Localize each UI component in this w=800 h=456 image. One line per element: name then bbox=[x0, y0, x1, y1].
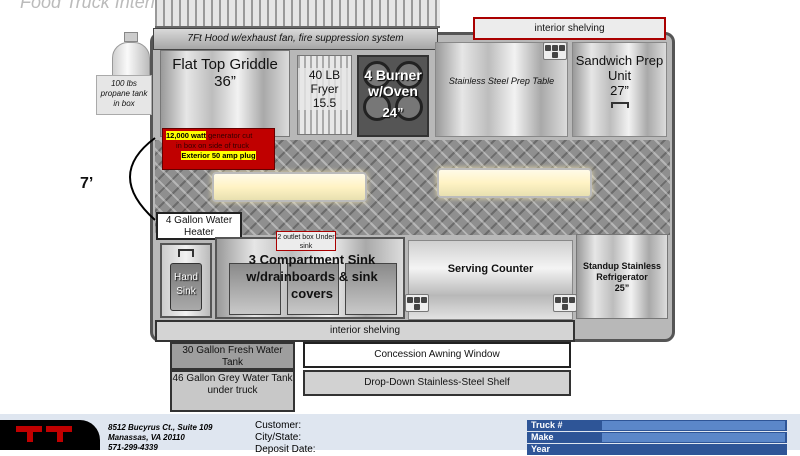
burner-label: 4 Burner w/Oven bbox=[364, 67, 422, 99]
dimension-label: 7’ bbox=[80, 175, 94, 192]
standup-refrigerator: Standup Stainless Refrigerator 25” bbox=[576, 234, 668, 319]
generator-box: 12,000 watt generator cut in box on side… bbox=[162, 128, 275, 170]
address-line2: Manassas, VA 20110 bbox=[108, 433, 185, 442]
comp-sink-label: 3 Compartment Sink w/drainboards & sink … bbox=[246, 252, 378, 301]
interior-shelving-top: interior shelving bbox=[473, 17, 666, 40]
generator-line3: Exterior 50 amp plug bbox=[181, 151, 256, 160]
address-block: 8512 Bucyrus Ct., Suite 109 Manassas, VA… bbox=[108, 423, 213, 453]
generator-line1: generator cut bbox=[206, 131, 253, 140]
generator-line2: in box on side of truck bbox=[176, 141, 249, 150]
fresh-water-tank: 30 Gallon Fresh Water Tank bbox=[170, 342, 295, 370]
hand-sink-label: Hand Sink bbox=[174, 272, 198, 297]
sandwich-size: 27” bbox=[610, 83, 629, 98]
page-title-faded: Food Truck Interior bbox=[20, 0, 171, 12]
three-compartment-sink: 3 Compartment Sink w/drainboards & sink … bbox=[215, 237, 405, 319]
griddle-label: Flat Top Griddle bbox=[172, 56, 278, 73]
customer-label: Customer: bbox=[255, 420, 302, 431]
phone: 571-299-4339 bbox=[108, 443, 158, 452]
outlet-box-label: 2 outlet box Under sink bbox=[276, 231, 336, 251]
address-line1: 8512 Bucyrus Ct., Suite 109 bbox=[108, 423, 213, 432]
fryer-size: 15.5 bbox=[298, 96, 351, 110]
flat-top-griddle: Flat Top Griddle 36” bbox=[160, 50, 290, 137]
prep-table-label: Stainless Steel Prep Table bbox=[448, 76, 555, 86]
concession-awning-window: Concession Awning Window bbox=[303, 342, 571, 368]
outlet-icon-counter-right bbox=[553, 294, 577, 312]
sandwich-prep-unit: Sandwich Prep Unit 27” bbox=[572, 42, 667, 137]
fridge-size: 25” bbox=[614, 283, 630, 293]
sandwich-label: Sandwich Prep Unit bbox=[575, 53, 664, 83]
dimension-arc bbox=[129, 137, 156, 221]
hand-sink: Hand Sink bbox=[160, 243, 212, 318]
faucet-icon bbox=[178, 249, 194, 257]
ceiling-light-right bbox=[437, 168, 592, 198]
truck-number-label: Truck # bbox=[531, 420, 563, 430]
burner-size: 24” bbox=[382, 105, 404, 120]
ceiling-light-left bbox=[212, 172, 367, 202]
company-logo bbox=[0, 420, 100, 450]
outlet-icon-prep bbox=[543, 42, 567, 60]
generator-highlight: 12,000 watt bbox=[166, 131, 207, 140]
four-burner-oven: 4 Burner w/Oven 24” bbox=[357, 55, 429, 137]
griddle-size: 36” bbox=[214, 73, 236, 90]
make-label: Make bbox=[531, 432, 554, 442]
propane-label: 100 lbs propane tank in box bbox=[96, 75, 152, 115]
deposit-label: Deposit Date: bbox=[255, 444, 316, 455]
fryer-label: 40 LB Fryer bbox=[298, 68, 351, 96]
serving-counter: Serving Counter bbox=[408, 240, 573, 320]
hood-label: 7Ft Hood w/exhaust fan, fire suppression… bbox=[153, 28, 438, 50]
water-heater: 4 Gallon Water Heater bbox=[156, 212, 242, 240]
fryer: 40 LB Fryer 15.5 bbox=[297, 55, 352, 135]
serving-counter-label: Serving Counter bbox=[447, 263, 534, 275]
grey-water-tank: 46 Gallon Grey Water Tank under truck bbox=[170, 370, 295, 412]
hood-vent bbox=[155, 0, 440, 28]
drop-down-shelf: Drop-Down Stainless-Steel Shelf bbox=[303, 370, 571, 396]
footer: 8512 Bucyrus Ct., Suite 109 Manassas, VA… bbox=[0, 414, 800, 455]
city-label: City/State: bbox=[255, 432, 302, 443]
customer-block: Customer: City/State: Deposit Date: bbox=[255, 420, 316, 456]
year-label: Year bbox=[531, 444, 551, 454]
handle-icon bbox=[610, 102, 629, 108]
interior-shelving-bottom: interior shelving bbox=[155, 320, 575, 342]
prep-table: Stainless Steel Prep Table bbox=[435, 42, 568, 137]
fridge-label: Standup Stainless Refrigerator bbox=[582, 261, 662, 282]
truck-info-table: Truck # Make Year bbox=[527, 420, 787, 455]
outlet-icon-counter-left bbox=[405, 294, 429, 312]
